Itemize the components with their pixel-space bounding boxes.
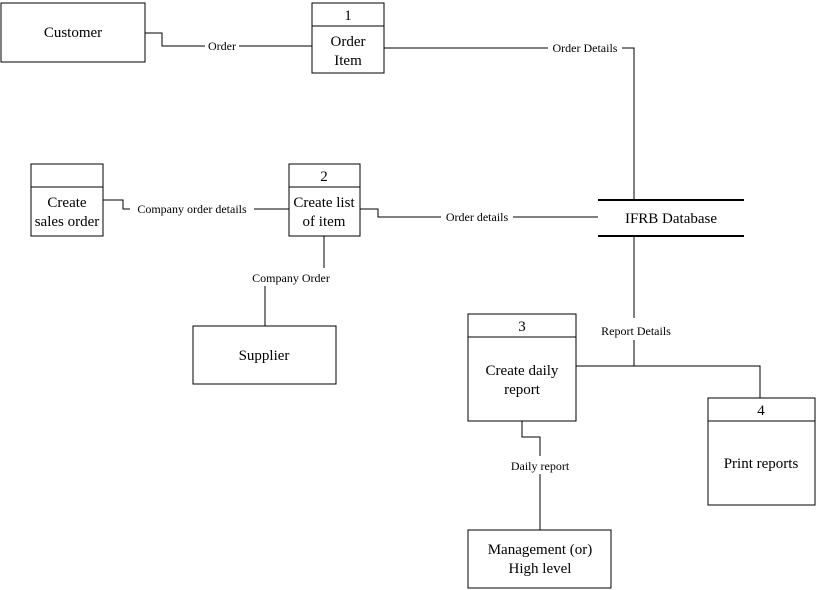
datastore-label: IFRB Database: [625, 211, 717, 227]
process-label-line2: report: [504, 382, 541, 398]
flow-label-company-order: Company Order: [252, 271, 330, 285]
process-label-line1: Create: [47, 195, 86, 211]
flow-label-order-details-top: Order Details: [553, 41, 618, 55]
flow-line-report-branch: [576, 365, 761, 398]
entity-management-line2: High level: [509, 561, 572, 577]
flow-label-order-details-mid: Order details: [446, 210, 509, 224]
entity-management-line1: Management (or): [488, 542, 593, 558]
process-label-line2: Item: [334, 53, 362, 69]
process-number-3: 3: [518, 319, 526, 335]
process-label-line1: Print reports: [724, 456, 799, 472]
process-number-2: 2: [320, 169, 328, 185]
flow-label-company-order-details: Company order details: [137, 202, 247, 216]
entity-supplier: Supplier: [192, 325, 337, 385]
flow-line-order-details-top: [384, 47, 635, 200]
process-create-daily-report: 3 Create daily report: [467, 313, 577, 422]
process-number-1: 1: [344, 8, 352, 24]
flow-label-daily-report: Daily report: [511, 459, 570, 473]
flow-lines: [103, 32, 761, 530]
process-print-reports: 4 Print reports: [707, 397, 816, 506]
entity-customer-label: Customer: [44, 25, 102, 41]
process-label-line1: Order: [331, 34, 366, 50]
flow-label-order: Order: [208, 39, 236, 53]
flow-label-report-details: Report Details: [601, 324, 671, 338]
datastore-ifrb-database: IFRB Database: [598, 199, 744, 237]
process-create-list-of-item: 2 Create list of item: [288, 163, 361, 237]
entity-customer: Customer: [0, 2, 146, 63]
process-label-line2: of item: [303, 214, 346, 230]
entity-management: Management (or) High level: [467, 529, 612, 589]
process-label-line2: sales order: [35, 214, 100, 230]
flow-labels: Order Order Details Company order detail…: [130, 39, 671, 473]
entity-supplier-label: Supplier: [239, 348, 290, 364]
process-order-item: 1 Order Item: [311, 2, 385, 74]
process-label-line1: Create daily: [486, 363, 559, 379]
process-create-sales-order: Create sales order: [30, 163, 104, 237]
process-label-line1: Create list: [293, 195, 355, 211]
flow-line-daily-report-upper: [521, 421, 541, 456]
process-number-4: 4: [757, 403, 765, 419]
